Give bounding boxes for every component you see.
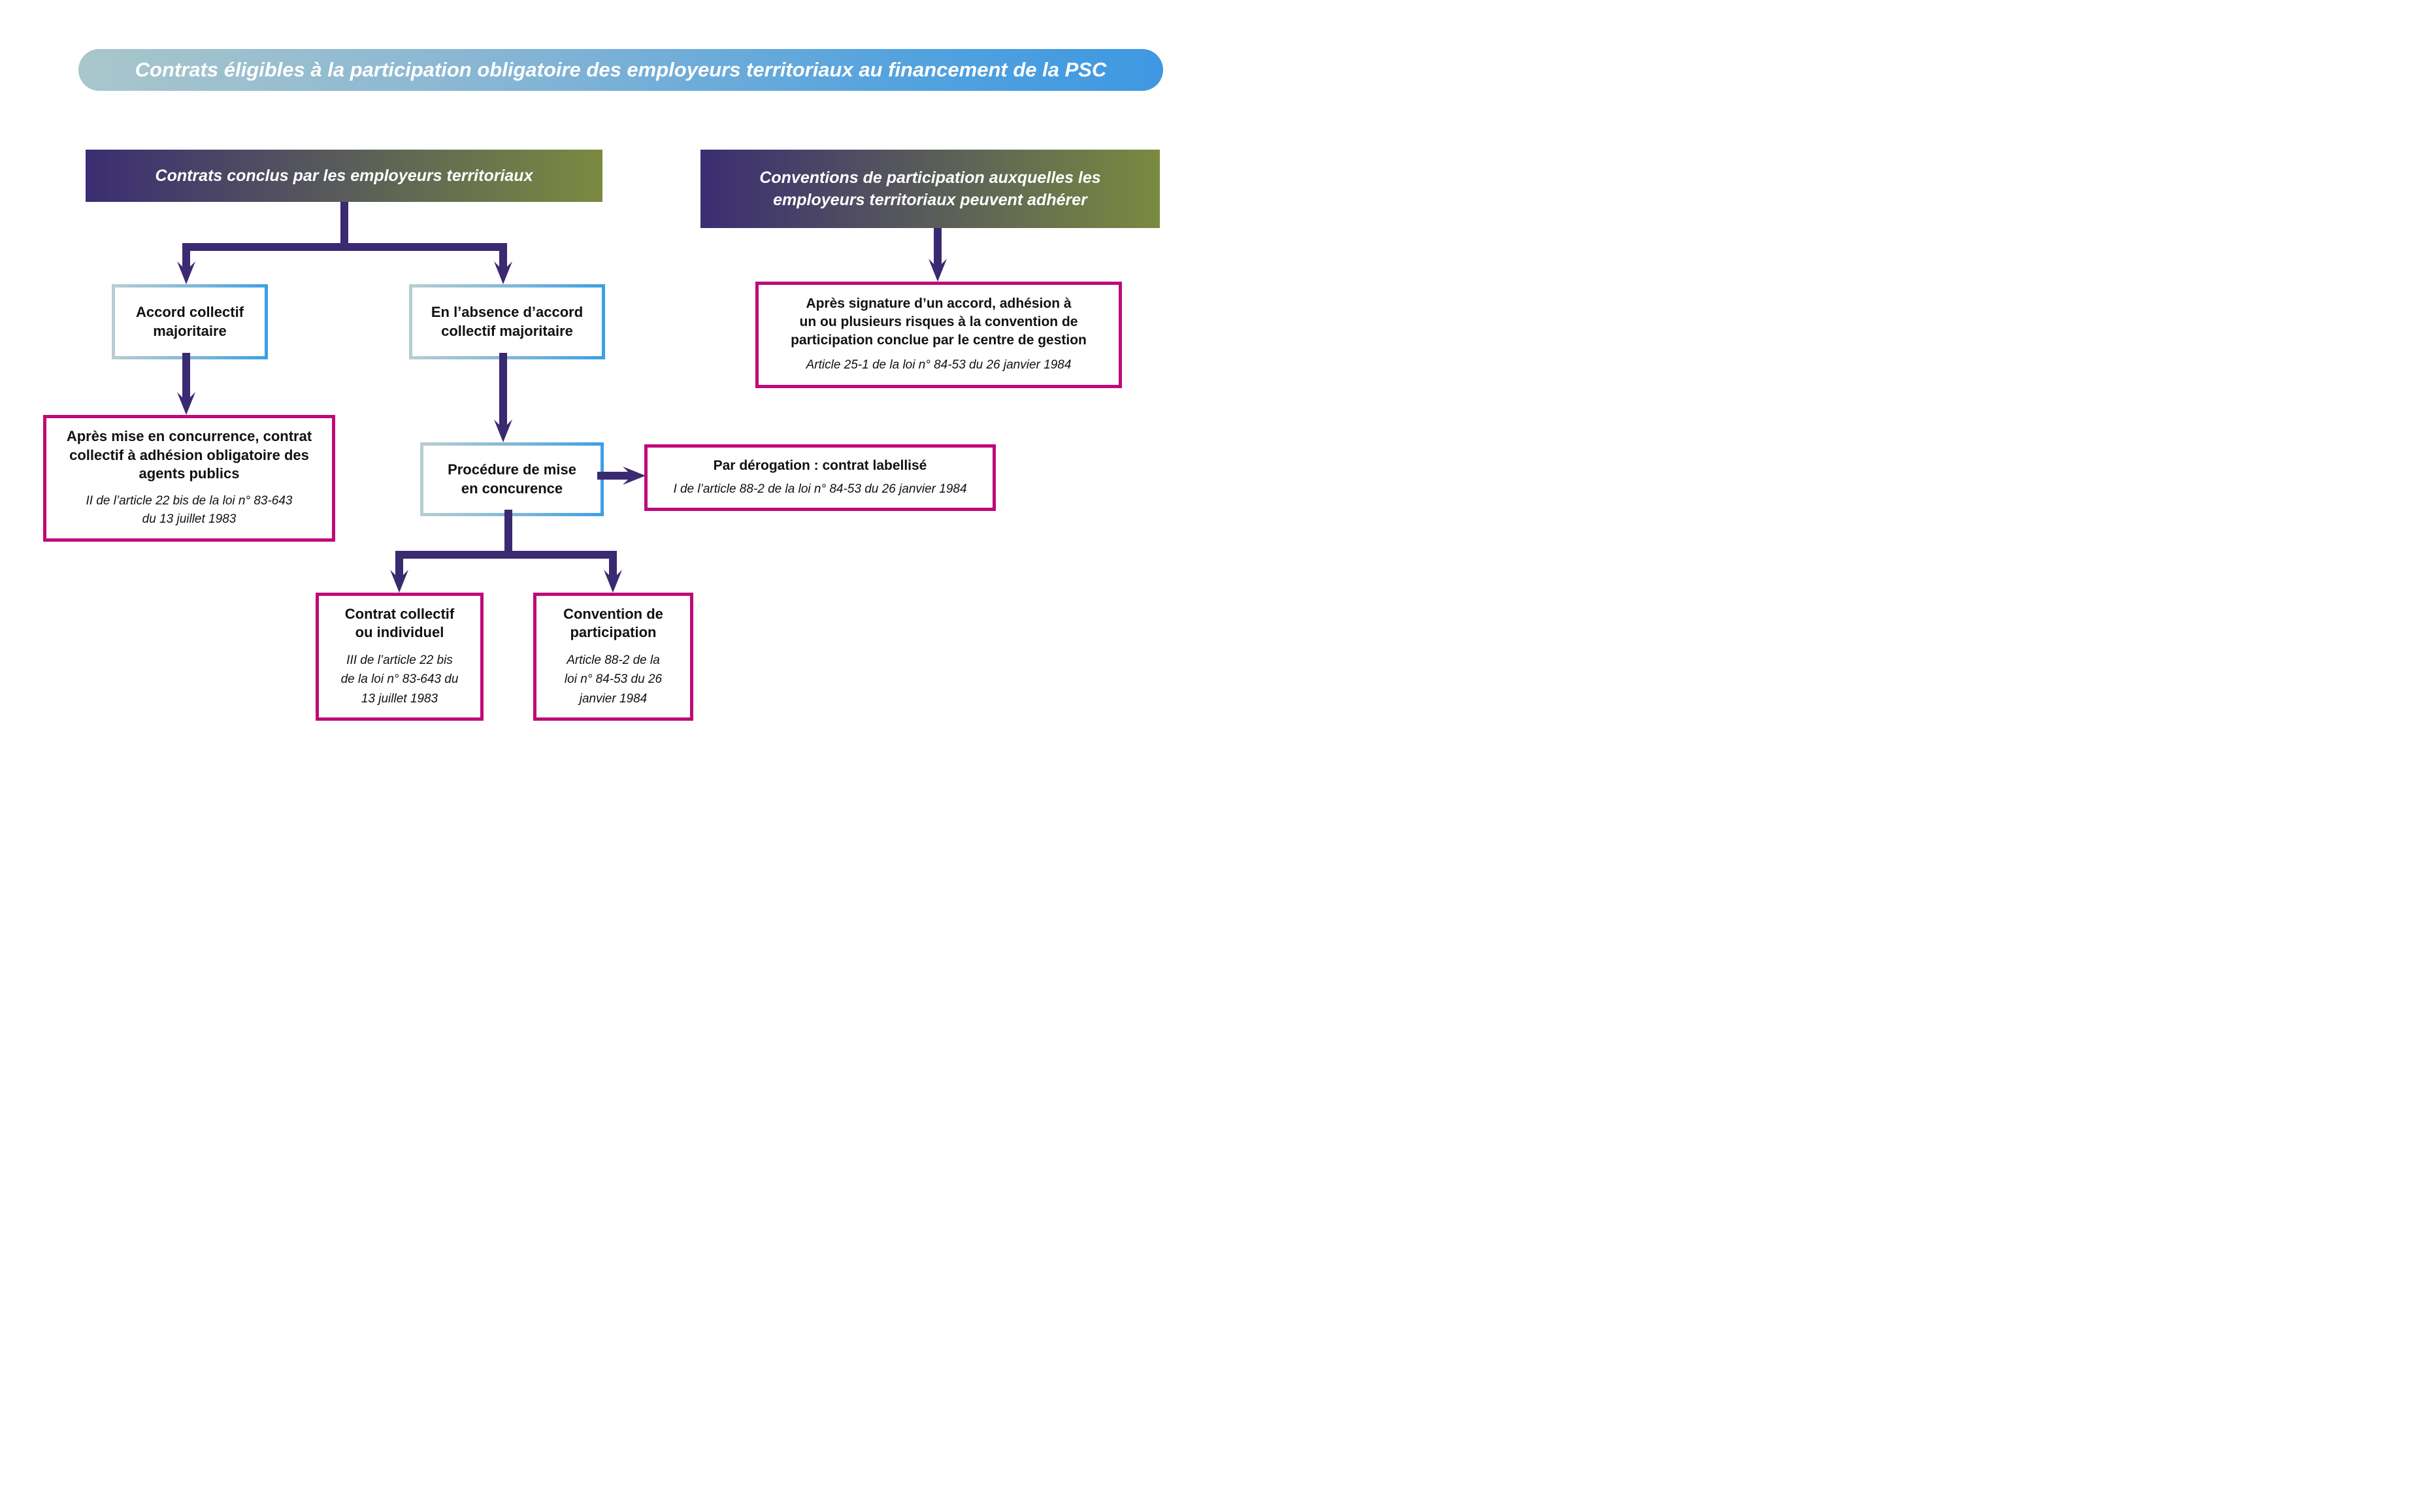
arrowhead-down-to-convention (604, 567, 622, 593)
arrowhead-down-to-accord (177, 258, 195, 284)
arrowhead-down-to-procedure (494, 416, 512, 442)
absence-line2: collectif majoritaire (441, 322, 573, 339)
convention-title2: participation (570, 624, 657, 641)
convention-note1: Article 88-2 de la (567, 653, 660, 667)
accord-line1: Accord collectif (135, 303, 244, 320)
arrowhead-down-to-absence (494, 258, 512, 284)
contrat-title2: ou individuel (355, 624, 444, 641)
arrow-procedure-right-stem (597, 472, 622, 480)
header-left-line: Contrats conclus par les employeurs terr… (155, 166, 533, 185)
box-convention-de-participation: Convention de participation Article 88-2… (533, 593, 693, 721)
convention-note2: loi n° 84-53 du 26 (564, 672, 663, 687)
box-contrat-adhesion-obligatoire: Après mise en concurrence, contrat colle… (43, 415, 335, 542)
box-contrat-labellise: Par dérogation : contrat labellisé I de … (644, 444, 996, 511)
convention-note3: janvier 1984 (579, 691, 648, 706)
arrow-procedure-drop-a (395, 559, 403, 568)
arrow-accord-stem (182, 353, 190, 389)
apres-signature-title2: un ou plusieurs risques à la convention … (799, 314, 1078, 329)
procedure-line1: Procédure de mise (448, 461, 576, 478)
apres-mise-title3: agents publics (139, 465, 240, 482)
header-right-line2: employeurs territoriaux peuvent adhérer (773, 191, 1087, 209)
derogation-title: Par dérogation : contrat labellisé (713, 457, 927, 473)
contrat-title1: Contrat collectif (344, 605, 455, 622)
header-right-line1: Conventions de participation auxquelles … (759, 168, 1101, 187)
arrowhead-down-to-contrat (390, 567, 408, 593)
arrow-split-left-stem (340, 202, 348, 247)
contrat-note1: III de l’article 22 bis (346, 653, 453, 667)
apres-signature-title3: participation conclue par le centre de g… (791, 332, 1087, 348)
box-contrat-collectif-ou-individuel: Contrat collectif ou individuel III de l… (316, 593, 484, 721)
diagram-title-banner: Contrats éligibles à la participation ob… (78, 49, 1163, 91)
arrowhead-right-to-derogation (619, 467, 646, 485)
box-accord-collectif-majoritaire: Accord collectif majoritaire (112, 284, 268, 359)
arrow-procedure-drop-b (609, 559, 617, 568)
arrowhead-down-to-apres-mise (177, 389, 195, 415)
arrow-absence-stem (499, 353, 507, 418)
procedure-line2: en concurence (461, 480, 563, 497)
contrat-note2: de la loi n° 83-643 du (340, 672, 459, 687)
arrow-procedure-down-stem (504, 510, 512, 559)
arrow-split-left-bar (182, 243, 507, 251)
convention-title1: Convention de (563, 605, 663, 622)
arrow-procedure-split-bar (395, 551, 617, 559)
apres-mise-title2: collectif à adhésion obligatoire des (69, 446, 309, 463)
box-procedure-mise-en-concurrence: Procédure de mise en concurence (420, 442, 604, 516)
diagram-title-text: Contrats éligibles à la participation ob… (135, 58, 1107, 81)
apres-signature-note: Article 25-1 de la loi n° 84-53 du 26 ja… (806, 358, 1072, 372)
apres-signature-title1: Après signature d’un accord, adhésion à (806, 296, 1072, 312)
derogation-note: I de l’article 88-2 de la loi n° 84-53 d… (673, 482, 967, 496)
arrow-split-left-drop-b (499, 251, 507, 260)
header-conventions-participation: Conventions de participation auxquelles … (700, 150, 1160, 228)
arrow-right-header-stem (934, 228, 942, 257)
apres-mise-note1: II de l’article 22 bis de la loi n° 83-6… (86, 493, 293, 508)
arrow-split-left-drop-a (182, 251, 190, 260)
box-adhesion-convention-centre-gestion: Après signature d’un accord, adhésion à … (755, 282, 1122, 388)
arrowhead-down-to-apres-signature (929, 255, 947, 282)
contrat-note3: 13 juillet 1983 (361, 691, 438, 706)
box-absence-accord-majoritaire: En l’absence d’accord collectif majorita… (409, 284, 605, 359)
apres-mise-note2: du 13 juillet 1983 (142, 512, 237, 527)
apres-mise-title1: Après mise en concurrence, contrat (66, 428, 312, 445)
absence-line1: En l’absence d’accord (431, 303, 584, 320)
accord-line2: majoritaire (153, 322, 227, 339)
header-contrats-employeurs: Contrats conclus par les employeurs terr… (86, 150, 602, 202)
